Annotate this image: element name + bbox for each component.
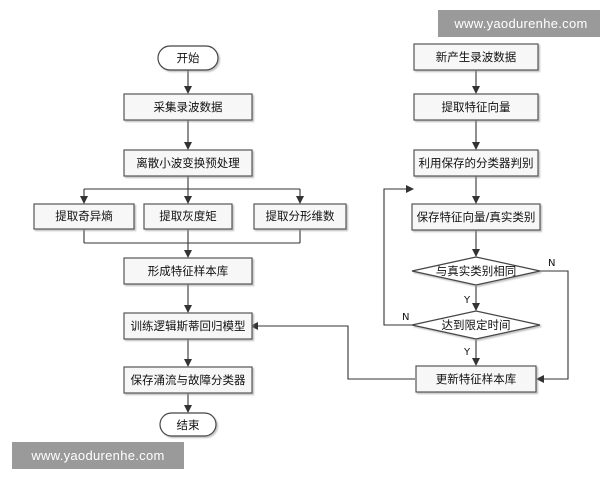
save-step: 保存涌流与故障分类器 — [123, 366, 253, 394]
same-decision: 与真实类别相同 — [411, 256, 541, 286]
wavelet-step: 离散小波变换预处理 — [123, 149, 253, 177]
save-label: 保存涌流与故障分类器 — [131, 373, 246, 387]
limit-label: 达到限定时间 — [442, 318, 511, 332]
library-step: 形成特征样本库 — [123, 257, 253, 285]
judge-step: 利用保存的分类器判别 — [413, 149, 539, 177]
start-label: 开始 — [177, 51, 200, 65]
entropy-step: 提取奇异熵 — [33, 203, 135, 230]
update-label: 更新特征样本库 — [436, 372, 517, 386]
wavelet-label: 离散小波变换预处理 — [136, 156, 240, 170]
update-step: 更新特征样本库 — [415, 365, 537, 393]
yes-label-same: Y — [463, 295, 471, 306]
extract-label: 提取特征向量 — [442, 100, 511, 114]
train-label: 训练逻辑斯蒂回归模型 — [131, 319, 246, 333]
watermark-top: www.yaodurenhe.com — [438, 10, 600, 37]
new-data-step: 新产生录波数据 — [413, 43, 539, 71]
no-label-same: N — [548, 258, 555, 269]
new-data-label: 新产生录波数据 — [436, 50, 517, 64]
entropy-label: 提取奇异熵 — [55, 209, 113, 223]
extract-step: 提取特征向量 — [413, 93, 539, 121]
end-label: 结束 — [177, 418, 200, 432]
save-vector-step: 保存特征向量/真实类别 — [411, 203, 541, 231]
start-terminal: 开始 — [157, 45, 219, 71]
limit-decision: 达到限定时间 — [411, 310, 541, 340]
right-connectors — [250, 70, 569, 383]
train-step: 训练逻辑斯蒂回归模型 — [123, 312, 253, 340]
yes-label-limit: Y — [463, 347, 471, 358]
save-vector-label: 保存特征向量/真实类别 — [417, 210, 536, 224]
no-label-limit: N — [402, 312, 409, 323]
same-label: 与真实类别相同 — [436, 264, 517, 278]
collect-step: 采集录波数据 — [123, 93, 253, 121]
end-terminal: 结束 — [159, 412, 217, 437]
watermark-bottom: www.yaodurenhe.com — [12, 442, 184, 469]
gray-moment-label: 提取灰度矩 — [159, 209, 217, 223]
left-connectors — [80, 70, 304, 413]
library-label: 形成特征样本库 — [148, 264, 229, 278]
collect-label: 采集录波数据 — [154, 100, 223, 114]
fractal-step: 提取分形维数 — [253, 203, 347, 230]
gray-moment-step: 提取灰度矩 — [143, 203, 233, 230]
fractal-label: 提取分形维数 — [266, 209, 335, 223]
judge-label: 利用保存的分类器判别 — [419, 156, 534, 170]
